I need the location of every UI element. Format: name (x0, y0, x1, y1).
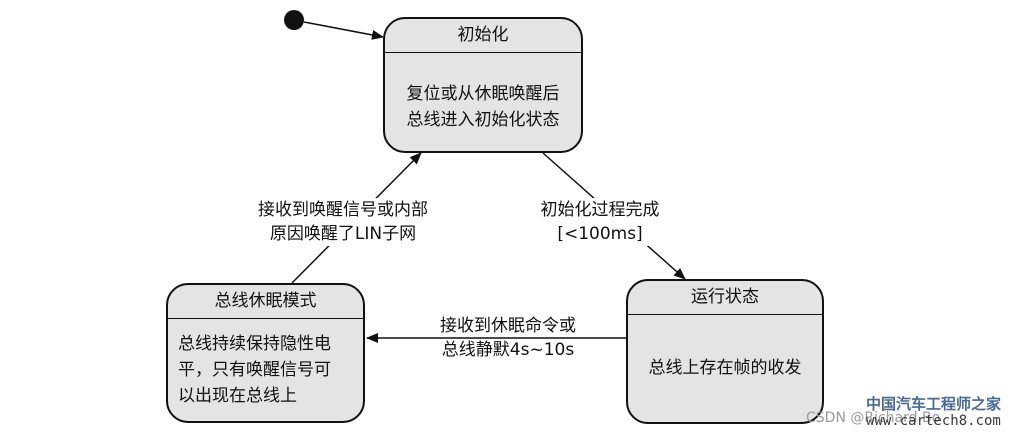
transition-label-line: [<100ms] (557, 224, 643, 244)
state-init-title: 初始化 (385, 19, 581, 53)
transition-label-line: 原因唤醒了LIN子网 (269, 224, 417, 244)
transition-label-init-done: 初始化过程完成 [<100ms] (525, 198, 675, 246)
transition-label-line: 接收到唤醒信号或内部 (258, 200, 428, 220)
transition-label-line: 接收到休眠命令或 (440, 316, 576, 336)
state-init-body: 复位或从休眠唤醒后 总线进入初始化状态 (385, 53, 581, 133)
transition-label-line: 初始化过程完成 (540, 200, 660, 220)
state-run-title: 运行状态 (628, 281, 822, 315)
state-sleep-body: 总线持续保持隐性电 平，只有唤醒信号可 以出现在总线上 (168, 319, 363, 409)
initial-state-dot (284, 10, 304, 30)
state-sleep-title: 总线休眠模式 (168, 285, 363, 319)
state-init-body-line: 复位或从休眠唤醒后 (406, 84, 560, 104)
state-sleep-body-line: 平，只有唤醒信号可 (178, 360, 331, 380)
transition-label-wake: 接收到唤醒信号或内部 原因唤醒了LIN子网 (238, 198, 448, 246)
state-run-body: 总线上存在帧的收发 (628, 315, 822, 381)
state-sleep-body-line: 以出现在总线上 (178, 386, 297, 406)
state-sleep: 总线休眠模式 总线持续保持隐性电 平，只有唤醒信号可 以出现在总线上 (166, 283, 365, 423)
state-sleep-body-line: 总线持续保持隐性电 (178, 334, 331, 354)
transition-label-line: 总线静默4s~10s (441, 340, 575, 360)
state-run-body-line: 总线上存在帧的收发 (648, 358, 802, 378)
watermark-csdn: CSDN @Richard Bo (806, 410, 941, 426)
arrow-start-to-init (303, 21, 384, 40)
transition-label-sleep-cmd: 接收到休眠命令或 总线静默4s~10s (408, 314, 608, 362)
state-init: 初始化 复位或从休眠唤醒后 总线进入初始化状态 (383, 17, 583, 153)
watermark-url: www.cartech8.com (866, 413, 1001, 429)
state-run: 运行状态 总线上存在帧的收发 (626, 279, 824, 424)
watermark-cn: 中国汽车工程师之家 (866, 395, 1002, 413)
state-init-body-line: 总线进入初始化状态 (406, 110, 560, 130)
